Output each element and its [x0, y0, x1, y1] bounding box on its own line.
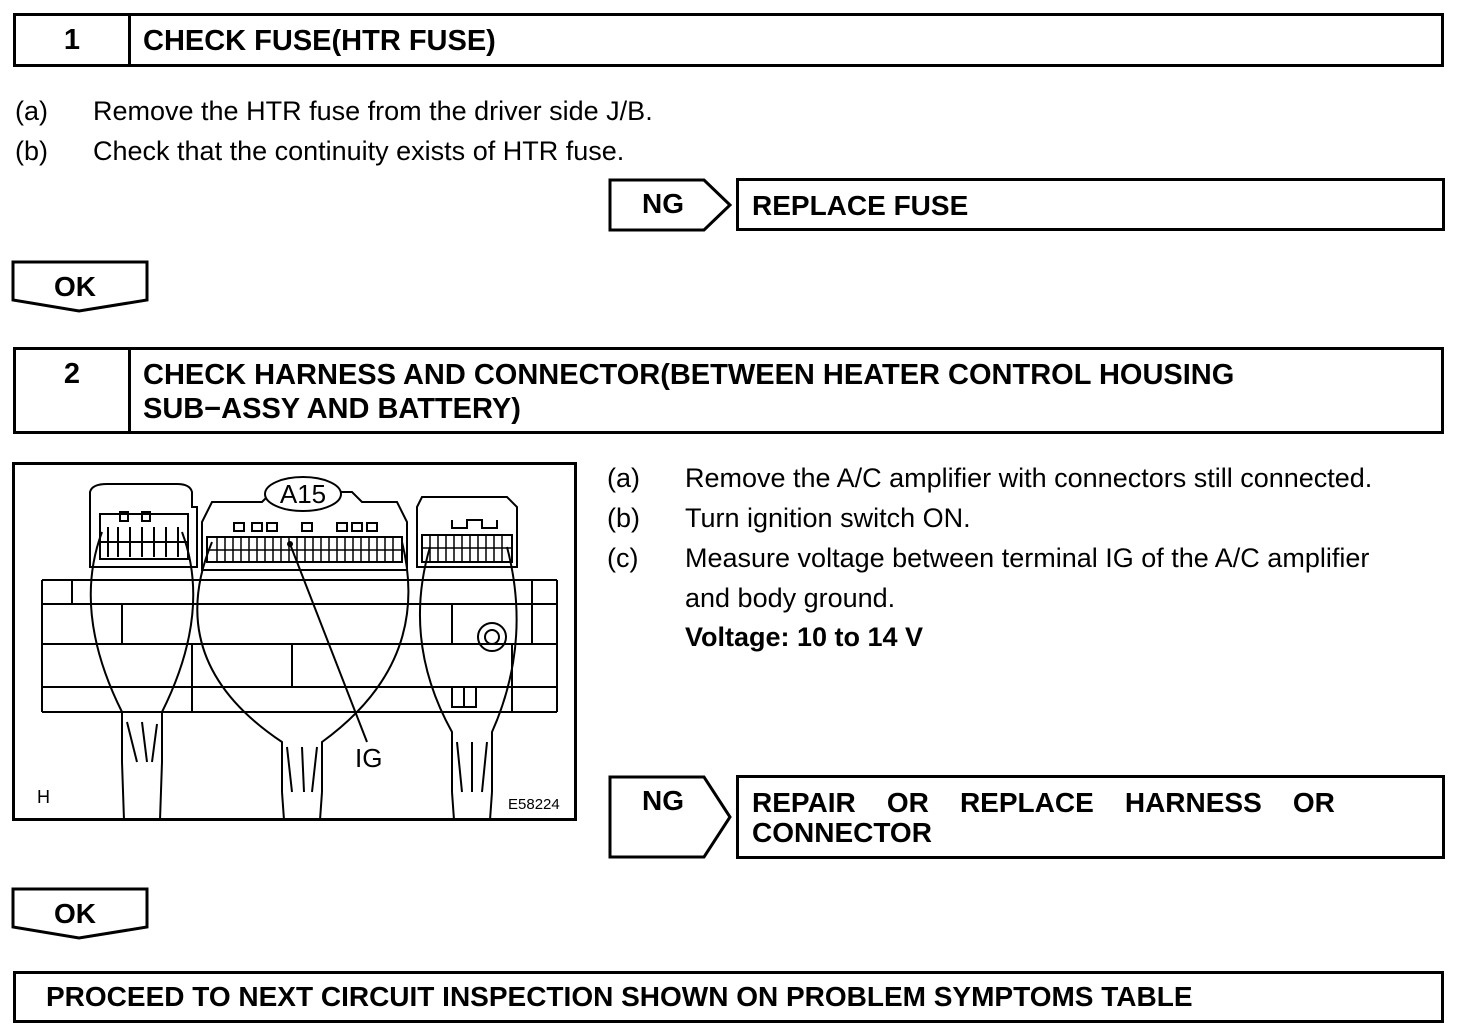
item-text: Check that the continuity exists of HTR … — [93, 136, 625, 166]
step-1-ng-arrow — [608, 178, 733, 232]
step-2-ok-arrow — [11, 887, 149, 940]
step-2-ng-arrow — [608, 775, 732, 859]
item-text: Measure voltage between terminal IG of t… — [685, 543, 1370, 573]
step-1-ok-label: OK — [54, 271, 96, 302]
connector-diagram: A15 IG H E58224 — [12, 462, 577, 821]
step-1-ng-label: NG — [642, 188, 684, 219]
step-1-header: 1 CHECK FUSE(HTR FUSE) — [13, 13, 1444, 67]
item-text: Turn ignition switch ON. — [685, 503, 971, 533]
step-2-ok-label: OK — [54, 898, 96, 929]
diagram-corner-label: H — [37, 787, 50, 807]
item-label: (a) — [607, 463, 640, 493]
ng-action-line-1: REPAIR OR REPLACE HARNESS OR — [752, 787, 1335, 818]
item-label: (b) — [15, 136, 48, 166]
step-1-ok-arrow — [11, 260, 149, 313]
step-1-item-b: (b) Check that the continuity exists of H… — [15, 135, 624, 167]
step-1-title: CHECK FUSE(HTR FUSE) — [143, 25, 496, 57]
step-1-number: 1 — [16, 16, 131, 64]
step-2-item-c-cont: and body ground. — [607, 582, 895, 614]
step-2-item-b: (b) Turn ignition switch ON. — [607, 502, 971, 534]
step-2-item-c: (c) Measure voltage between terminal IG o… — [607, 542, 1369, 574]
step-2-ng-label: NG — [642, 785, 684, 816]
item-label: (c) — [607, 543, 639, 573]
voltage-spec: Voltage: 10 to 14 V — [685, 622, 924, 652]
figure-id: E58224 — [508, 796, 560, 813]
step-2-ng-action: REPAIR OR REPLACE HARNESS OR CONNECTOR — [736, 775, 1445, 859]
ng-action-text: REPLACE FUSE — [752, 190, 969, 221]
item-text: Remove the HTR fuse from the driver side… — [93, 96, 653, 126]
step-2-header: 2 CHECK HARNESS AND CONNECTOR(BETWEEN HE… — [13, 347, 1444, 434]
item-label: (a) — [15, 96, 48, 126]
step-2-item-a: (a) Remove the A/C amplifier with connect… — [607, 462, 1372, 494]
step-1-item-a: (a) Remove the HTR fuse from the driver s… — [15, 95, 653, 127]
item-label: (b) — [607, 503, 640, 533]
final-action-box: PROCEED TO NEXT CIRCUIT INSPECTION SHOWN… — [13, 971, 1444, 1023]
step-2-title-line-1: CHECK HARNESS AND CONNECTOR(BETWEEN HEAT… — [143, 359, 1235, 391]
step-2-number: 2 — [16, 350, 131, 431]
connector-label-a15: A15 — [280, 479, 326, 509]
step-2-title-line-2: SUB−ASSY AND BATTERY) — [143, 393, 521, 425]
step-2-title: CHECK HARNESS AND CONNECTOR(BETWEEN HEAT… — [143, 358, 1431, 426]
ng-action-line-2: CONNECTOR — [752, 817, 932, 848]
item-text: and body ground. — [685, 583, 896, 613]
item-text: Remove the A/C amplifier with connectors… — [685, 463, 1373, 493]
step-1-ng-action: REPLACE FUSE — [736, 178, 1445, 231]
terminal-label-ig: IG — [355, 743, 382, 773]
